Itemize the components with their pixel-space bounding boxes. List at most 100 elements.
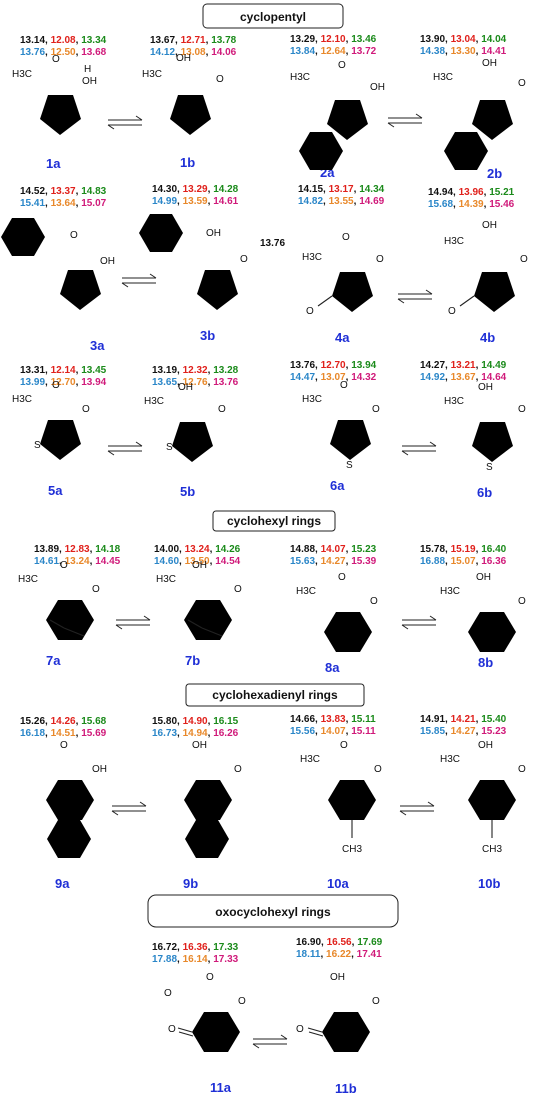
atom-label: O: [168, 1024, 176, 1035]
atom-label: H: [84, 64, 91, 75]
val: 16.18: [20, 728, 45, 739]
val: 15.11: [351, 726, 376, 737]
values-6b: 14.27, 13.21, 14.49 14.92, 13.67, 14.64: [420, 360, 507, 383]
val: 14.60: [154, 556, 179, 567]
atom-label: CH3: [482, 844, 502, 855]
molecule-5a: H3C O O S: [12, 380, 90, 460]
val: 16.26: [213, 728, 238, 739]
atom-label: H3C: [296, 586, 316, 597]
atom-label: H3C: [300, 754, 320, 765]
val: 14.06: [211, 47, 236, 58]
equilibrium-arrow: [401, 441, 437, 456]
val: 12.64: [321, 46, 346, 57]
equilibrium-arrow: [399, 801, 435, 816]
atom-label: O: [340, 740, 348, 751]
label-7b: 7b: [185, 653, 200, 668]
val: 16.15: [213, 716, 238, 727]
val: 15.07: [81, 198, 106, 209]
val: 12.08: [51, 35, 76, 46]
val: 15.11: [351, 714, 376, 725]
svg-text:15.41, 13.64, 15.07: 15.41, 13.64, 15.07: [20, 198, 107, 209]
molecule-9b: OH O: [164, 740, 242, 858]
val: 13.68: [81, 47, 106, 58]
svg-text:13.67, 12.71, 13.78: 13.67, 12.71, 13.78: [150, 35, 237, 46]
val: 15.39: [351, 556, 376, 567]
atom-label: S: [346, 460, 353, 471]
val: 14.38: [420, 46, 445, 57]
val: 14.99: [152, 196, 177, 207]
atom-label: O: [518, 596, 526, 607]
val: 12.10: [321, 34, 346, 45]
svg-text:15.68, 14.39, 15.46: 15.68, 14.39, 15.46: [428, 199, 515, 210]
val: 15.56: [290, 726, 315, 737]
atom-label: H3C: [302, 252, 322, 263]
atom-label: OH: [370, 82, 385, 93]
val: 13.84: [290, 46, 315, 57]
label-3a: 3a: [90, 338, 105, 353]
atom-label: H3C: [18, 574, 38, 585]
val: 14.30: [152, 184, 177, 195]
header-cyclohexyl: cyclohexyl rings: [212, 510, 336, 532]
header-cyclohexadienyl-text: cyclohexadienyl rings: [212, 688, 338, 702]
molecule-2a: H3C O OH: [290, 60, 385, 170]
svg-text:13.19, 12.32, 13.28: 13.19, 12.32, 13.28: [152, 365, 239, 376]
val: 17.88: [152, 954, 177, 965]
values-3b: 14.30, 13.29, 14.28 14.99, 13.59, 14.61: [152, 184, 239, 207]
val: 16.22: [326, 949, 351, 960]
val: 14.83: [81, 186, 106, 197]
val: 13.67: [451, 372, 476, 383]
val: 12.76: [183, 377, 208, 388]
val: 15.78: [420, 544, 445, 555]
svg-text:18.11, 16.22, 17.41: 18.11, 16.22, 17.41: [296, 949, 382, 960]
values-4a: 14.15, 13.17, 14.34 14.82, 13.55, 14.69 …: [260, 184, 385, 249]
atom-label: O: [52, 54, 60, 65]
val: 13.65: [152, 377, 177, 388]
label-4a: 4a: [335, 330, 350, 345]
equilibrium-arrow: [252, 1034, 288, 1049]
molecule-4a: H3C O O O: [302, 232, 384, 317]
val: 16.88: [420, 556, 445, 567]
equilibrium-arrow: [107, 441, 143, 456]
val: 14.61: [213, 196, 238, 207]
atom-label: OH: [206, 228, 221, 239]
val: 14.21: [451, 714, 476, 725]
atom-label: O: [52, 380, 60, 391]
atom-label: O: [306, 306, 314, 317]
val: 14.69: [359, 196, 384, 207]
label-8a: 8a: [325, 660, 340, 675]
atom-label: O: [372, 996, 380, 1007]
val: 14.51: [51, 728, 76, 739]
val: 13.14: [20, 35, 45, 46]
atom-label: O: [518, 764, 526, 775]
atom-label: H3C: [302, 394, 322, 405]
values-7a: 13.89, 12.83, 14.18 14.61, 13.24, 14.45: [34, 544, 121, 567]
label-1a: 1a: [46, 156, 61, 171]
atom-label: OH: [176, 53, 191, 64]
values-2a: 13.29, 12.10, 13.46 13.84, 12.64, 13.72: [290, 34, 377, 57]
svg-text:13.76, 12.50, 13.68: 13.76, 12.50, 13.68: [20, 47, 107, 58]
molecule-5b: H3C OH O S: [144, 382, 226, 462]
val: 14.92: [420, 372, 445, 383]
val: 13.31: [20, 365, 45, 376]
val: 13.04: [451, 34, 476, 45]
val: 13.29: [290, 34, 315, 45]
val: 14.00: [154, 544, 179, 555]
values-7b: 14.00, 13.24, 14.26 14.60, 13.50, 14.54: [154, 544, 241, 567]
atom-label: H3C: [290, 72, 310, 83]
atom-label: OH: [478, 382, 493, 393]
label-9a: 9a: [55, 876, 70, 891]
val: 15.63: [290, 556, 315, 567]
val: 14.61: [34, 556, 59, 567]
atom-label: O: [448, 306, 456, 317]
val: 12.71: [181, 35, 206, 46]
val: 13.19: [152, 365, 177, 376]
values-4b: 14.94, 13.96, 15.21 15.68, 14.39, 15.46: [428, 187, 515, 210]
val: 14.66: [290, 714, 315, 725]
equilibrium-arrow: [121, 273, 157, 288]
atom-label: O: [518, 78, 526, 89]
val: 14.15: [298, 184, 323, 195]
values-11a: 16.72, 16.36, 17.33 17.88, 16.14, 17.33: [152, 942, 239, 965]
label-4b: 4b: [480, 330, 495, 345]
val: 14.32: [351, 372, 376, 383]
